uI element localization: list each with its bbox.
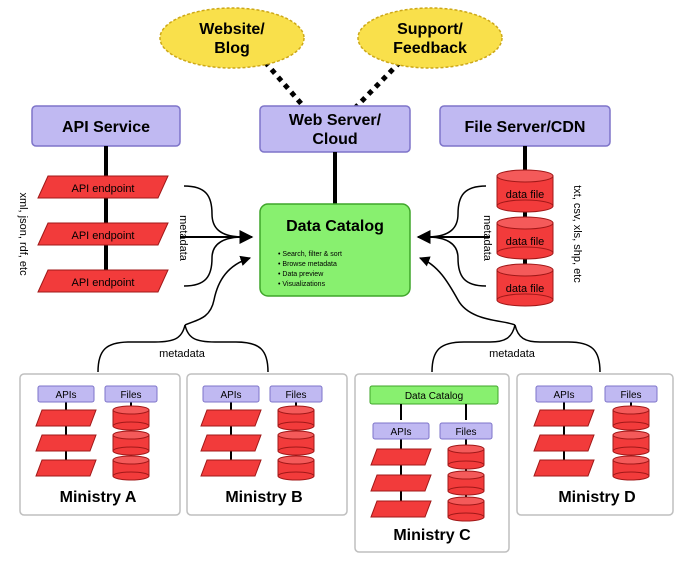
cloud-label: Cloud xyxy=(312,131,357,148)
data-file-icon xyxy=(612,405,650,431)
website-cloud: Website/ Blog xyxy=(159,7,305,69)
support-connector xyxy=(353,60,402,110)
files-box xyxy=(269,385,323,403)
api-endpoint-icon xyxy=(35,409,97,427)
apis-box xyxy=(202,385,260,403)
api-endpoint-icon xyxy=(200,434,262,452)
data-file-icon xyxy=(612,455,650,481)
api-endpoint-icon xyxy=(370,500,432,518)
metadata-bottom-left-label: metadata xyxy=(159,348,206,360)
data-file-icon xyxy=(612,430,650,456)
data-file-label: data file xyxy=(506,283,545,295)
data-file-icon xyxy=(447,470,485,496)
apis-label: APIs xyxy=(220,390,241,401)
metadata-curve-bottom-right xyxy=(419,256,601,373)
apis-label: APIs xyxy=(55,390,76,401)
api-endpoint-icon xyxy=(533,409,595,427)
data-file-icon xyxy=(277,430,315,456)
file-server-box: File Server/CDN xyxy=(439,105,611,147)
data-file-cylinder: data file xyxy=(496,169,554,213)
api-endpoint-icon xyxy=(533,434,595,452)
api-endpoint: API endpoint xyxy=(37,269,169,293)
apis-box xyxy=(372,422,430,440)
apis-label: APIs xyxy=(390,427,411,438)
api-endpoint-label: API endpoint xyxy=(72,277,135,289)
data-catalog-box: Data Catalog • Search, filter & sort • B… xyxy=(259,203,411,297)
files-label: Files xyxy=(455,427,476,438)
api-endpoint: API endpoint xyxy=(37,222,169,246)
data-file-cylinder: data file xyxy=(496,263,554,307)
data-file-icon xyxy=(277,455,315,481)
ministry-d-panel: APIs Files Ministry D xyxy=(516,373,674,516)
ministry-a-panel: APIs Files Ministry A xyxy=(19,373,181,516)
api-endpoint-icon xyxy=(370,448,432,466)
metadata-brace-left xyxy=(183,185,241,287)
files-label: Files xyxy=(620,390,641,401)
files-label: Files xyxy=(120,390,141,401)
api-endpoint-icon xyxy=(35,434,97,452)
api-endpoint-label: API endpoint xyxy=(72,230,135,242)
metadata-right-label: metadata xyxy=(481,215,493,262)
data-file-icon xyxy=(112,430,150,456)
ministry-catalog-box xyxy=(369,385,499,405)
catalog-feature: • Search, filter & sort xyxy=(278,251,342,258)
file-formats-label: txt, csv, xls, shp, etc xyxy=(571,185,583,283)
apis-box xyxy=(535,385,593,403)
api-service-label: API Service xyxy=(62,119,150,136)
catalog-feature: • Visualizations xyxy=(278,281,326,288)
catalog-feature: • Data preview xyxy=(278,271,324,278)
files-label: Files xyxy=(285,390,306,401)
api-endpoint: API endpoint xyxy=(37,175,169,199)
blog-label: Blog xyxy=(214,40,250,57)
ministry-name: Ministry C xyxy=(393,527,471,544)
api-endpoint-icon xyxy=(370,474,432,492)
data-file-icon xyxy=(112,405,150,431)
apis-box xyxy=(37,385,95,403)
api-endpoint-icon xyxy=(200,409,262,427)
files-box xyxy=(104,385,158,403)
api-endpoint-icon xyxy=(35,459,97,477)
api-endpoint-label: API endpoint xyxy=(72,183,135,195)
api-endpoint-icon xyxy=(533,459,595,477)
ministry-b-panel: APIs Files Ministry B xyxy=(186,373,348,516)
data-file-label: data file xyxy=(506,236,545,248)
support-cloud: Support/ Feedback xyxy=(357,7,503,69)
apis-label: APIs xyxy=(553,390,574,401)
metadata-brace-right xyxy=(429,185,487,287)
data-catalog-title: Data Catalog xyxy=(286,218,384,235)
ministry-c-panel: Data Catalog APIs Files Ministry C xyxy=(354,373,510,553)
catalog-feature: • Browse metadata xyxy=(278,261,337,268)
website-label: Website/ xyxy=(199,21,265,38)
website-connector xyxy=(263,60,307,110)
api-endpoint-icon xyxy=(200,459,262,477)
data-file-cylinder: data file xyxy=(496,216,554,260)
data-file-label: data file xyxy=(506,189,545,201)
file-server-label: File Server/CDN xyxy=(465,119,586,136)
data-file-icon xyxy=(112,455,150,481)
ministry-name: Ministry A xyxy=(60,489,137,506)
ministry-catalog-label: Data Catalog xyxy=(405,391,463,402)
api-service-box: API Service xyxy=(31,105,181,147)
ministry-name: Ministry D xyxy=(558,489,635,506)
metadata-bottom-right-label: metadata xyxy=(489,348,536,360)
data-file-icon xyxy=(447,496,485,522)
web-server-label: Web Server/ xyxy=(289,112,382,129)
ministry-name: Ministry B xyxy=(225,489,302,506)
web-server-box: Web Server/ Cloud xyxy=(259,105,411,153)
data-file-icon xyxy=(277,405,315,431)
metadata-curve-bottom-left xyxy=(97,255,269,373)
api-formats-label: xml, json, rdf, etc xyxy=(17,192,29,276)
files-box xyxy=(439,422,493,440)
feedback-label: Feedback xyxy=(393,40,467,57)
files-box xyxy=(604,385,658,403)
data-file-icon xyxy=(447,444,485,470)
metadata-left-label: metadata xyxy=(177,215,189,262)
support-label: Support/ xyxy=(397,21,463,38)
